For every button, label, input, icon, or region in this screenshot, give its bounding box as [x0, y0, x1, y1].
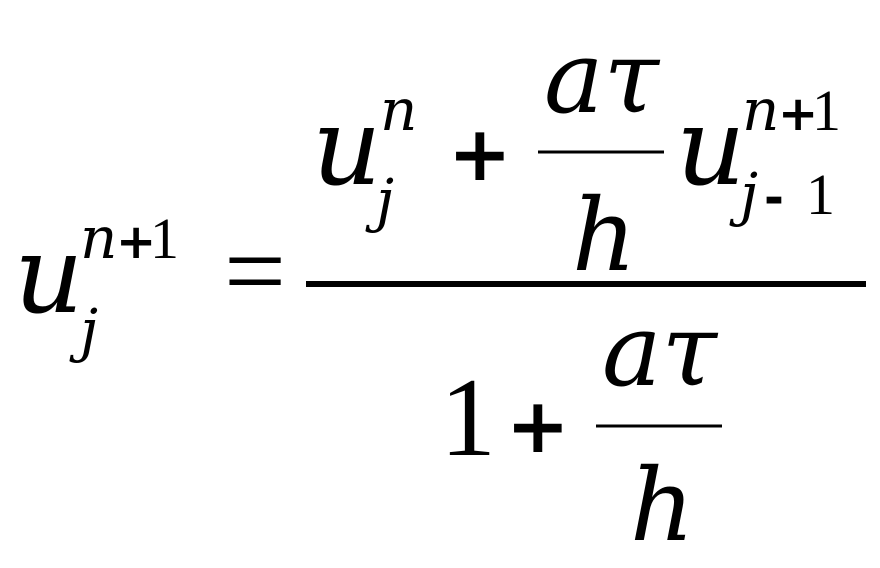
- lhs-base: u: [14, 213, 84, 338]
- numerator-term2-base: u: [676, 85, 746, 210]
- numerator-coef-denominator: h: [572, 177, 636, 294]
- lhs-superscript-plus: +: [116, 214, 156, 270]
- numerator-term2-superscript-one: 1: [812, 78, 841, 143]
- numerator: u n j + aτ h u n + 1 j - 1: [312, 19, 841, 294]
- lhs-term: u n + 1 j: [14, 204, 179, 364]
- numerator-plus: +: [448, 109, 512, 198]
- numerator-term2-subscript-one: 1: [806, 162, 835, 227]
- lhs-superscript-one: 1: [150, 206, 179, 271]
- numerator-term1-base: u: [312, 85, 382, 210]
- numerator-term2-subscript-minus: -: [764, 170, 784, 226]
- denominator-coef-denominator: h: [630, 447, 694, 564]
- numerator-coef-numerator: aτ: [544, 19, 661, 136]
- numerator-term1-superscript: n: [380, 76, 417, 144]
- denominator-plus: +: [506, 381, 570, 470]
- numerator-term2-superscript-plus: +: [778, 86, 818, 142]
- lhs-superscript-n: n: [80, 204, 117, 272]
- denominator: 1 + aτ h: [440, 292, 722, 564]
- denominator-one: 1: [440, 356, 496, 480]
- equals-sign: =: [224, 210, 286, 332]
- denominator-coef-numerator: aτ: [602, 292, 719, 409]
- numerator-term2-superscript-n: n: [742, 76, 779, 144]
